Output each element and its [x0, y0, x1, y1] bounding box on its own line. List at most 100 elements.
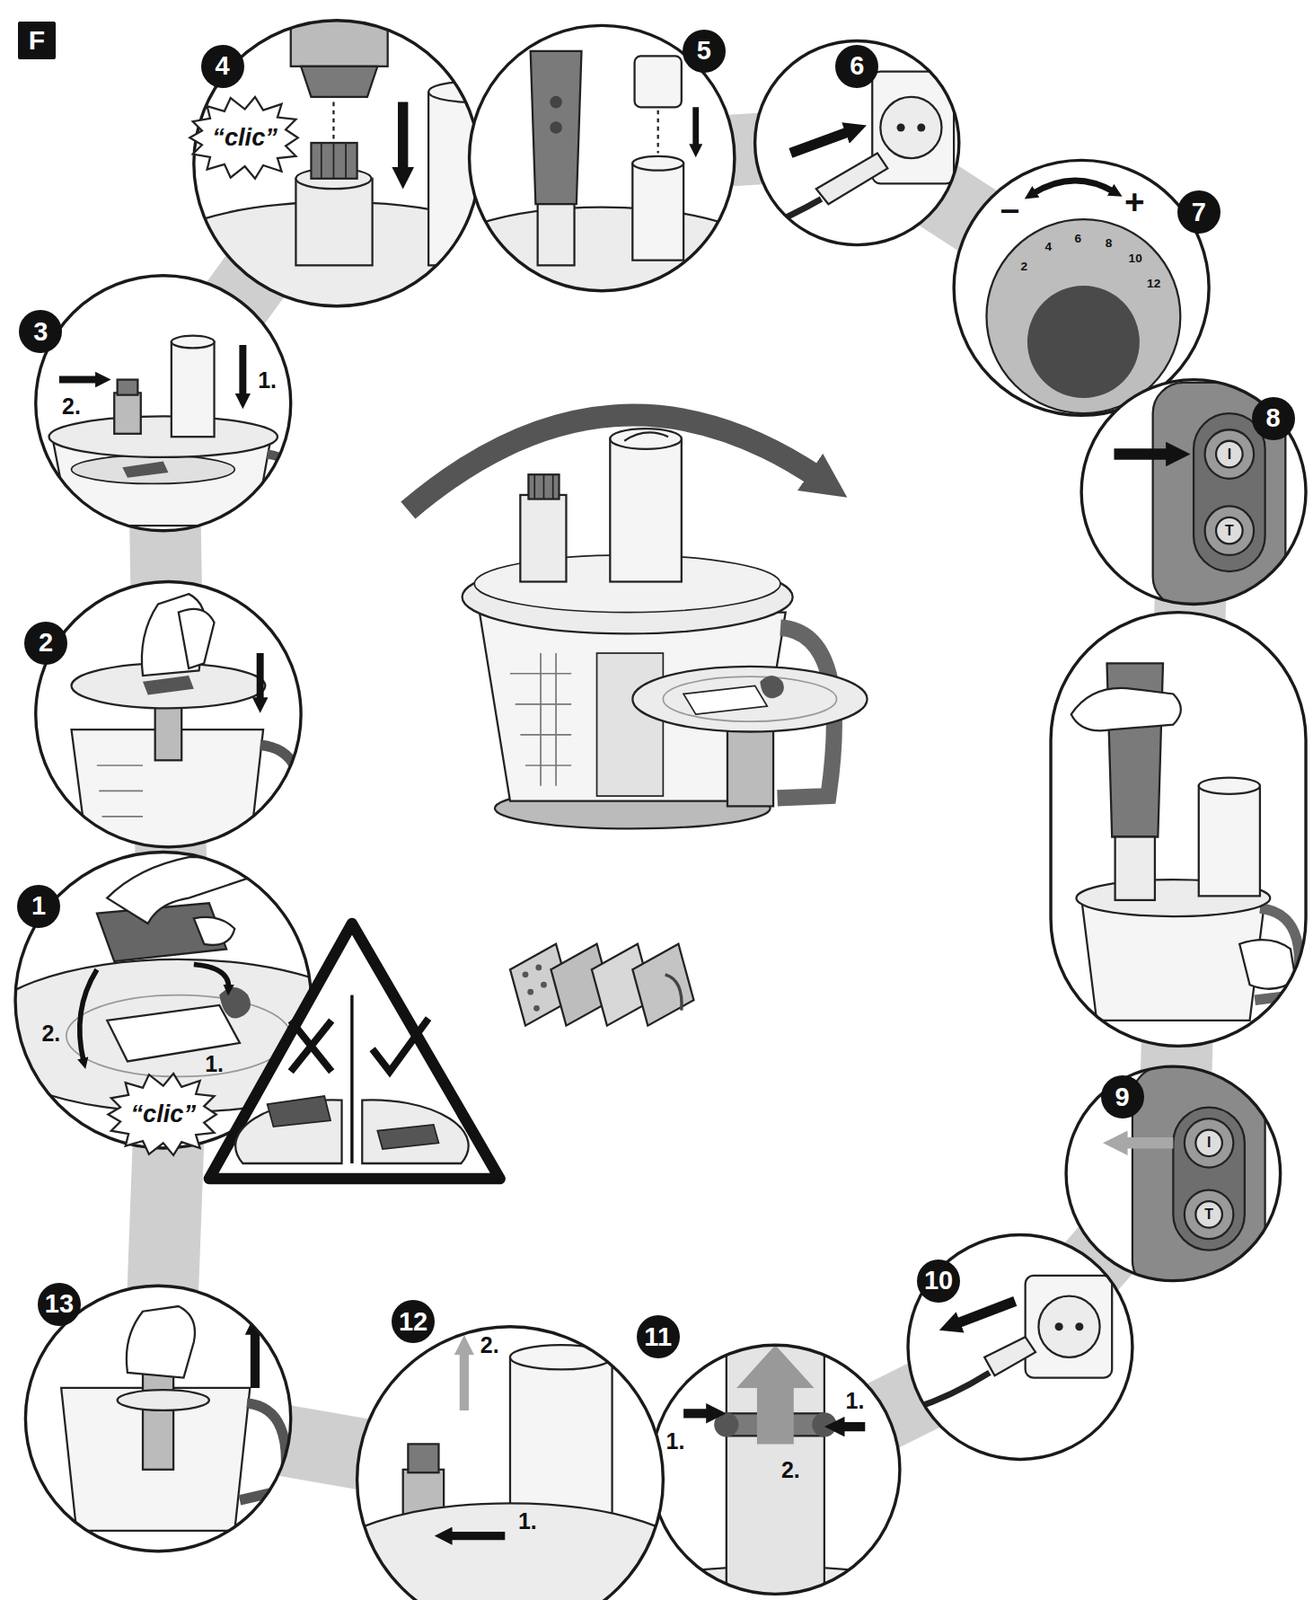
cutting-inserts [632, 943, 694, 1026]
step-number-badge: 7 [1177, 190, 1221, 234]
callout-number: 4 [215, 52, 230, 80]
step-5-picture [634, 55, 682, 107]
food-processor-figure [539, 652, 542, 786]
step-3-picture [49, 335, 299, 526]
food-processor-figure [555, 652, 557, 786]
step-1-picture [66, 995, 291, 1077]
step-number-badge: 2 [24, 621, 68, 665]
step-number-badge: 5 [682, 29, 726, 73]
callout-number: 1 [31, 892, 46, 919]
operating-picture [1198, 785, 1261, 897]
step-4-picture [310, 142, 357, 179]
figure-letter: F [28, 26, 45, 54]
step-number-badge: 3 [18, 309, 62, 353]
step-3-picture [35, 275, 291, 531]
step-6-picture [790, 130, 852, 153]
callout-number: 7 [1191, 199, 1207, 226]
callout-number: 8 [1266, 405, 1281, 432]
food-processor-figure [683, 685, 767, 714]
step-7-speed-dial [953, 159, 1209, 415]
callout-number: 3 [33, 318, 48, 345]
step-12-picture [321, 1344, 699, 1600]
operating-picture [1198, 777, 1261, 794]
food-processor-figure [510, 652, 572, 786]
step-6-picture [755, 40, 960, 245]
food-processor-figure [759, 675, 785, 698]
step-2-picture [96, 765, 143, 817]
step-12-picture [459, 1348, 469, 1410]
step-11-picture [811, 1411, 837, 1437]
step-11-picture [726, 1315, 825, 1600]
step-3-picture [35, 275, 291, 531]
step-10-picture [907, 1234, 1133, 1460]
minus-sign: – [1000, 192, 1020, 228]
step-10-picture [953, 1300, 1015, 1324]
speed-number: 12 [1146, 277, 1161, 291]
step-11-picture [651, 1344, 900, 1594]
click-sound: “clic” [130, 1101, 196, 1127]
step-10-picture [1055, 1321, 1064, 1331]
step-10-picture [1075, 1321, 1084, 1331]
step-7-speed-dial [953, 159, 1209, 415]
step-4-picture [344, 142, 347, 179]
warning-triangle [209, 923, 501, 1179]
step-2-picture [71, 593, 300, 847]
step-7-speed-dial [986, 180, 1181, 414]
step-8-switch [1205, 505, 1255, 556]
turbo-symbol: T [1224, 523, 1234, 538]
food-processor-figure [609, 438, 682, 582]
step-2-picture [178, 608, 215, 669]
cutting-inserts [533, 1004, 540, 1012]
step-3-picture [71, 455, 236, 485]
step-marker: 1. [666, 1428, 686, 1452]
step-8-switch [1193, 413, 1266, 572]
step-10-picture [984, 1336, 1036, 1375]
step-number-badge: 8 [1251, 396, 1296, 441]
step-2-picture [35, 581, 301, 847]
step-11-picture [838, 1421, 866, 1431]
step-4-picture [333, 142, 335, 179]
operating-picture [1071, 662, 1300, 1021]
warning-triangle [377, 1124, 439, 1149]
step-9-switch [1066, 1066, 1281, 1291]
step-2-picture [256, 652, 265, 703]
step-2-picture [142, 675, 194, 696]
speed-number: 10 [1128, 252, 1143, 265]
food-processor-figure [525, 764, 572, 767]
step-2-picture [35, 581, 301, 847]
step-4-picture [397, 102, 408, 175]
food-processor-figure [662, 676, 837, 722]
step-2-picture [98, 790, 143, 793]
food-processor-figure [407, 414, 867, 1026]
step-marker: 2. [480, 1333, 500, 1357]
food-processor-figure [624, 431, 669, 441]
step-13-picture [250, 1328, 260, 1388]
step-6-picture [749, 40, 960, 245]
step-5-picture [549, 96, 563, 109]
step-13-picture [25, 1285, 291, 1551]
step-13-picture [239, 1402, 287, 1500]
food-processor-figure [609, 428, 682, 450]
figure-letter-box: F [17, 21, 56, 60]
step-9-switch [1119, 1136, 1173, 1148]
step-11-picture [683, 1408, 713, 1418]
operating-picture [1050, 612, 1306, 1047]
step-13-picture [117, 1389, 210, 1410]
step-1-picture [107, 1073, 216, 1155]
step-5-picture [530, 51, 582, 204]
step-9-switch [1132, 1066, 1266, 1291]
step-6-picture [755, 40, 960, 245]
warning-triangle [267, 1095, 331, 1127]
step-8-switch [1081, 379, 1306, 605]
food-processor-figure [534, 474, 553, 499]
step-marker: 2. [41, 1021, 61, 1044]
step-12-picture [407, 1443, 439, 1472]
cutting-inserts [527, 988, 534, 996]
food-processor-figure [515, 703, 572, 705]
step-9-switch [1172, 1107, 1245, 1251]
step-2-picture [35, 581, 301, 847]
instruction-illustration [0, 5, 1306, 1600]
callout-number: 13 [44, 1290, 74, 1317]
food-processor-figure [543, 474, 546, 499]
step-5-picture [428, 207, 776, 320]
